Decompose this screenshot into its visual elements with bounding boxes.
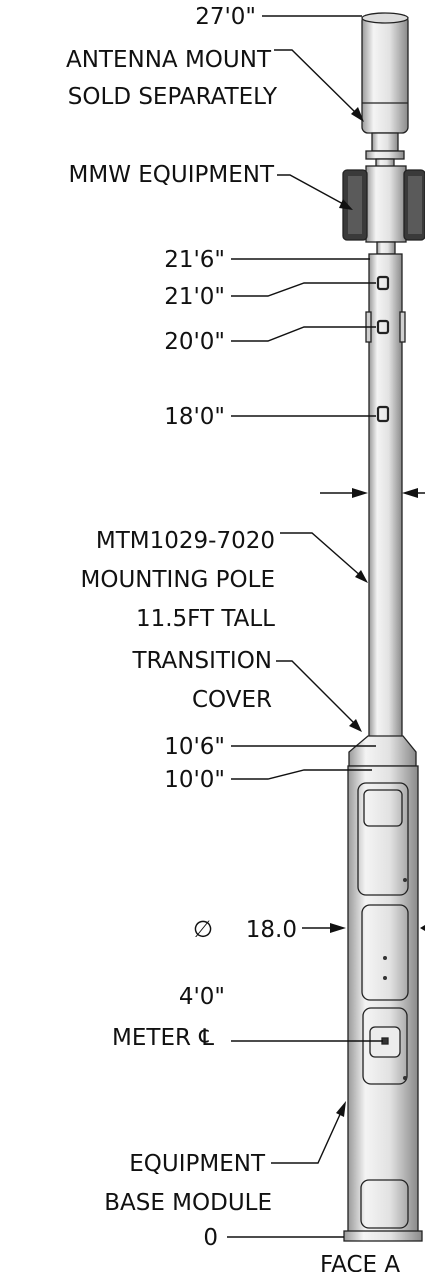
antenna-cap <box>361 12 409 24</box>
elevation-label-20-0: 20'0" <box>164 329 225 355</box>
port-marker-21-0 <box>376 275 390 291</box>
elevation-label-21-6: 21'6" <box>164 247 225 273</box>
base-panel-4 <box>360 1179 409 1229</box>
meter-label: METER <box>112 1025 191 1051</box>
elevation-label-4-0: 4'0" <box>179 984 225 1010</box>
antenna-mount-label-line1: ANTENNA MOUNT <box>66 47 272 73</box>
elevation-label-18-0: 18'0" <box>164 404 225 430</box>
equipment-base-label-line2: BASE MODULE <box>104 1190 272 1216</box>
antenna-canister <box>361 14 409 134</box>
elevation-label-27-0: 27'0" <box>195 4 256 30</box>
mounting-pole-label-line2: MOUNTING POLE <box>81 567 275 593</box>
transition-cover <box>348 735 417 767</box>
equipment-base-module <box>347 765 419 1237</box>
elevation-label-10-0: 10'0" <box>164 767 225 793</box>
labels: 27'0" ANTENNA MOUNT SOLD SEPARATELY MMW … <box>66 4 400 1272</box>
antenna-neck <box>371 132 399 152</box>
elevation-label-0: 0 <box>203 1225 218 1251</box>
port-marker-18-0 <box>376 405 390 423</box>
antenna-mount-label-line2: SOLD SEPARATELY <box>68 84 278 110</box>
leader-lines <box>227 15 425 1238</box>
face-a-label: FACE A <box>320 1252 400 1272</box>
diameter-value: 18.0 <box>246 917 297 943</box>
mounting-pole-label-line1: MTM1029-7020 <box>96 528 275 554</box>
port-marker-20-0 <box>376 319 390 335</box>
mmw-equipment-label: MMW EQUIPMENT <box>69 162 275 188</box>
base-panel-1 <box>357 782 409 896</box>
transition-cover-label-line1: TRANSITION <box>131 648 272 674</box>
equipment-base-label-line1: EQUIPMENT <box>129 1151 266 1177</box>
centerline-symbol: ℄ <box>198 1025 214 1051</box>
base-panel-2 <box>361 904 409 1001</box>
transition-cover-label-line2: COVER <box>192 687 272 713</box>
meter-panel <box>362 1007 408 1085</box>
mounting-pole-label-line3: 11.5FT TALL <box>136 606 275 632</box>
elevation-label-21-0: 21'0" <box>164 284 225 310</box>
mmw-equipment-unit <box>342 165 425 255</box>
diameter-symbol: ∅ <box>193 917 213 943</box>
elevation-label-10-6: 10'6" <box>164 734 225 760</box>
pole-graphic <box>342 12 425 1242</box>
